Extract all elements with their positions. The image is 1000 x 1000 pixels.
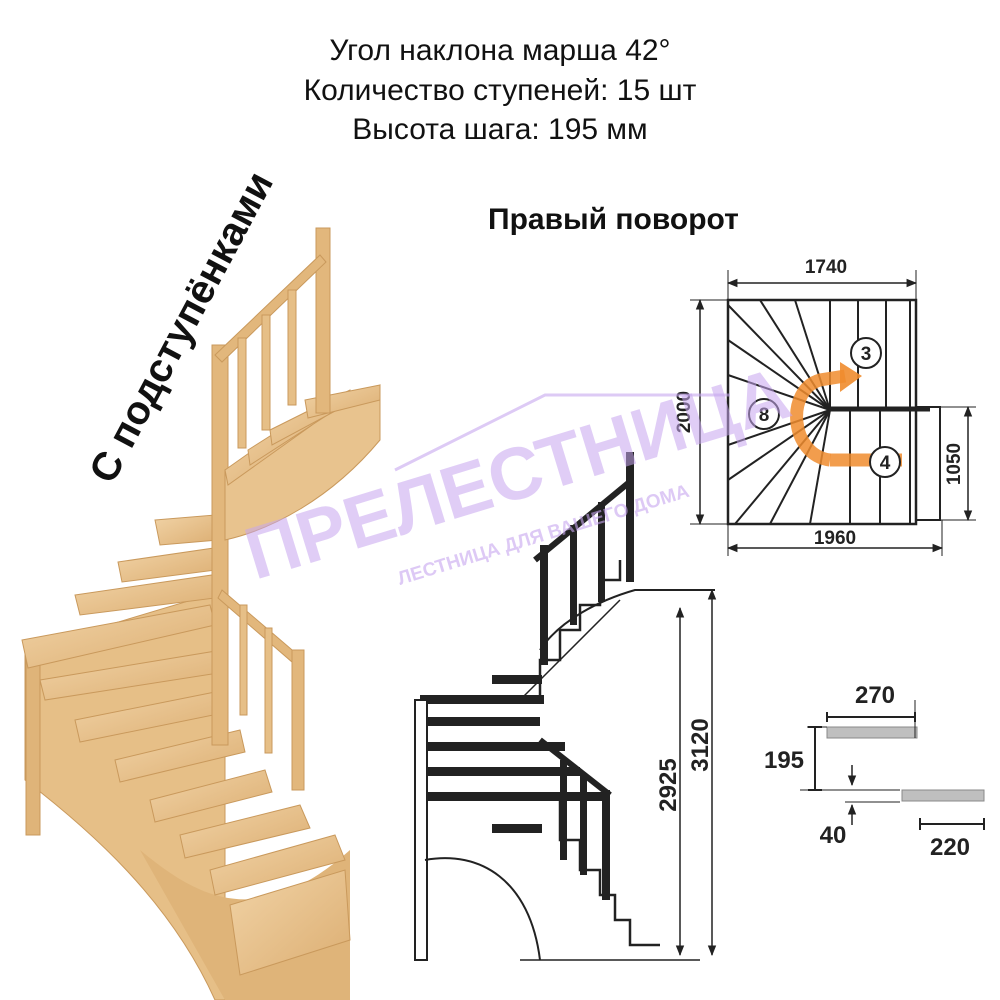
plan-step-label-3: 3 xyxy=(861,344,872,365)
plan-width-top-label: 1740 xyxy=(805,257,847,278)
plan-height-left-label: 2000 xyxy=(674,391,695,433)
staircase-render xyxy=(21,227,381,1000)
plan-step-label-4: 4 xyxy=(880,453,891,474)
spec-step-height: Высота шага: 195 мм xyxy=(352,113,648,146)
detail-overhang-label: 40 xyxy=(820,822,847,849)
elevation-height-total-label: 3120 xyxy=(687,718,714,771)
elevation-height-floor-label: 2925 xyxy=(655,758,682,811)
plan-view-drawing xyxy=(690,270,976,556)
watermark-roof xyxy=(394,393,730,472)
plan-width-bottom-label: 1960 xyxy=(814,528,856,549)
detail-tread-depth-label: 270 xyxy=(855,682,895,709)
detail-rise-label: 195 xyxy=(764,747,804,774)
step-detail-drawing xyxy=(800,700,985,830)
spec-steps-count: Количество ступеней: 15 шт xyxy=(303,74,697,107)
plan-height-right-label: 1050 xyxy=(944,443,965,485)
spec-angle: Угол наклона марша 42° xyxy=(329,34,671,67)
plan-step-label-8: 8 xyxy=(759,405,770,426)
detail-going-label: 220 xyxy=(930,834,970,861)
elevation-view-drawing xyxy=(414,452,717,961)
turn-direction-title: Правый поворот xyxy=(488,203,739,236)
